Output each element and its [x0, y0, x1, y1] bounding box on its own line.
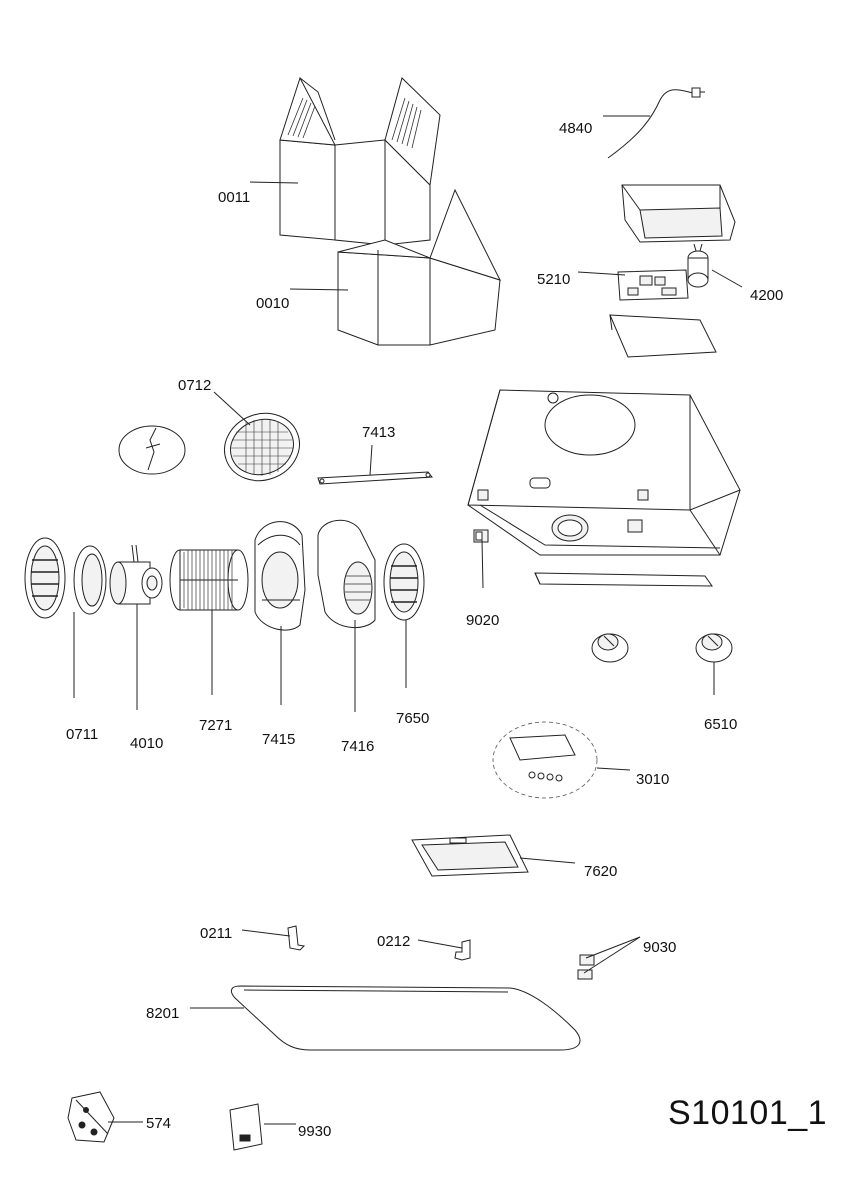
part-7415-fan-housing [254, 521, 306, 631]
part-bottom-cover-plate [609, 314, 717, 358]
part-front-strip [534, 572, 713, 587]
part-8201-glass-panel [230, 985, 581, 1051]
part-4840-power-cable [607, 87, 705, 159]
label-9930: 9930 [298, 1123, 332, 1140]
part-0010-lower-chimney [337, 188, 501, 346]
part-3010-switch-assembly [492, 721, 598, 799]
part-9020-clip [473, 519, 643, 543]
label-7620: 7620 [584, 863, 618, 880]
part-7416-fan-housing [317, 520, 376, 629]
part-0712-charcoal-filter [224, 412, 300, 482]
part-9930-manual [229, 1103, 263, 1151]
part-0211-bracket [287, 925, 306, 951]
part-6510-knob-right [695, 633, 733, 663]
label-8201: 8201 [146, 1005, 180, 1022]
label-0211: 0211 [200, 925, 233, 942]
part-0711-inlet-grille [24, 537, 107, 619]
label-9020: 9020 [466, 612, 500, 629]
label-574: 574 [146, 1115, 172, 1132]
part-0212-bracket [454, 939, 471, 961]
label-0010: 0010 [256, 295, 290, 312]
label-0711: 0711 [66, 726, 99, 743]
part-filter-clip-disc [118, 425, 186, 475]
label-7413: 7413 [362, 424, 396, 441]
label-9030: 9030 [643, 939, 677, 956]
part-5210-circuit-board [617, 269, 689, 301]
sheet-code: S10101_1 [668, 1094, 828, 1132]
label-3010: 3010 [636, 771, 670, 788]
part-7413-rail [317, 471, 433, 485]
part-0011-upper-chimney [279, 76, 441, 246]
part-9030-clips [577, 954, 595, 980]
part-7620-grease-filter [411, 834, 529, 877]
label-4200: 4200 [750, 287, 784, 304]
label-0011: 0011 [218, 189, 251, 206]
label-0212: 0212 [377, 933, 411, 950]
part-6510-knob-left [591, 633, 629, 663]
part-4010-motor [109, 544, 163, 605]
label-4840: 4840 [559, 120, 593, 137]
part-7271-impeller [169, 549, 249, 611]
part-control-box-cover [621, 184, 736, 243]
label-0712: 0712 [178, 377, 212, 394]
part-hood-body [467, 389, 741, 556]
label-7650: 7650 [396, 710, 430, 727]
label-7415: 7415 [262, 731, 296, 748]
label-7271: 7271 [199, 717, 233, 734]
label-6510: 6510 [704, 716, 738, 733]
leader-lines [73, 115, 743, 1125]
label-7416: 7416 [341, 738, 375, 755]
part-574-accessory-kit [67, 1091, 115, 1143]
part-4200-capacitor [687, 243, 709, 288]
label-4010: 4010 [130, 735, 164, 752]
label-5210: 5210 [537, 271, 571, 288]
part-7650-grille [383, 543, 425, 621]
